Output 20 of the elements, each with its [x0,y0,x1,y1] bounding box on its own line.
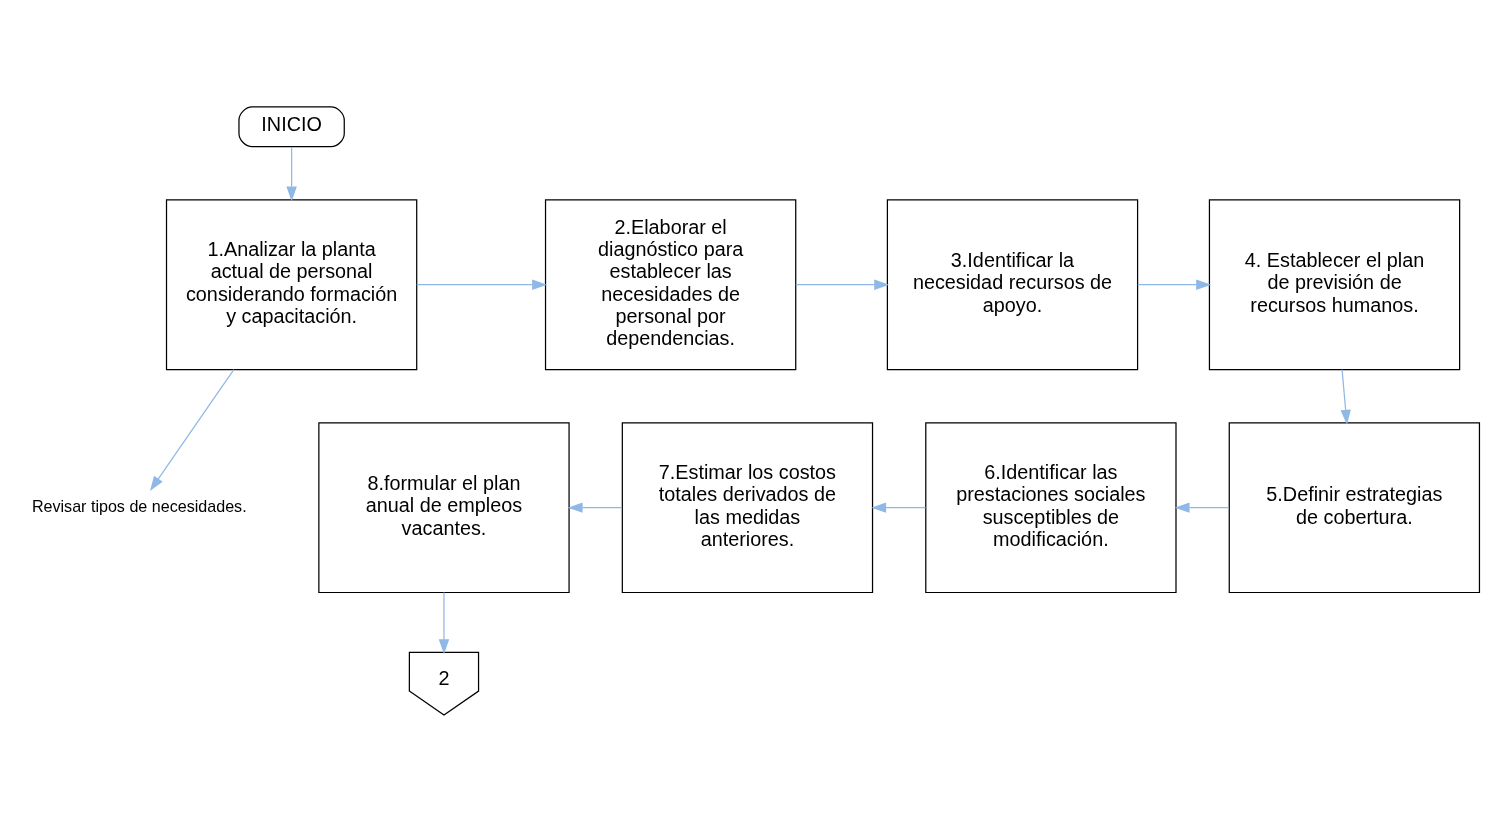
arrow [1174,502,1230,513]
node-box: 6.Identificar las prestaciones sociales susceptibles de modificación. [925,422,1177,594]
node-box: 8.formular el plan anual de empleos vacantes. [318,422,570,594]
arrow [567,502,623,513]
node-box: INICIO [238,106,345,148]
node-box: 1.Analizar la planta actual de personal considerando formación y capacitación. [165,199,418,371]
node-box: 2.Elaborar el diagnóstico para establecer las necesidades de personal por dependencias. [544,199,797,371]
arrow [1340,369,1351,425]
arrow [871,502,927,513]
arrow [416,279,548,290]
arrow [149,369,235,491]
arrow [795,279,890,290]
arrow [286,146,297,202]
node-box: 3.Identificar la necesidad recursos de apoyo. [886,199,1139,371]
node-text: Revisar tipos de necesidades. [31,496,247,515]
node-box: 4. Establecer el plan de previsión de recursos humanos. [1208,199,1461,371]
arrow [438,591,450,655]
arrow [1137,279,1212,290]
node-box: 7.Estimar los costos totales derivados de las medidas anteriores. [621,422,874,594]
node-box: 5.Definir estrategias de cobertura. [1228,422,1481,594]
